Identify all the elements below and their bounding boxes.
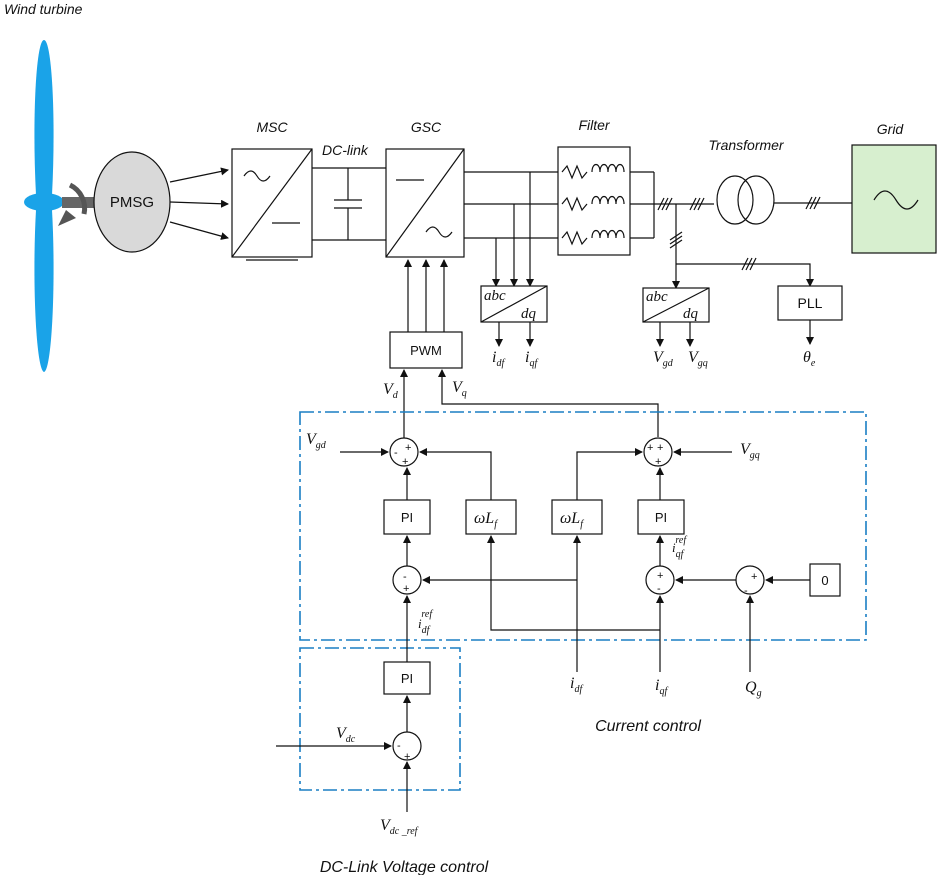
pi-controller-q — [637, 499, 685, 535]
wlf-label-q: ωLf — [560, 510, 584, 530]
pmsg-msc-connection — [169, 167, 229, 240]
abc-dq-voltage-transform — [642, 287, 710, 323]
filter-transformer-line — [630, 171, 814, 289]
svg-text:-: - — [744, 585, 748, 597]
wlf-label-d: ωLf — [474, 510, 498, 530]
svg-text:+: + — [657, 442, 663, 454]
turbine-blade-upper — [34, 40, 54, 195]
dq-label-2: dq — [683, 306, 699, 322]
dc-link-label: DC-link — [322, 142, 369, 158]
qg-input-label: Qg — [745, 679, 762, 699]
vgq-input-label: Vgq — [740, 441, 760, 461]
pmsg-label: PMSG — [110, 194, 154, 211]
gsc-label: GSC — [411, 119, 442, 135]
pi-controller-dc — [383, 661, 431, 695]
pi-label-q: PI — [655, 510, 667, 525]
idf-feedback-wiring — [422, 535, 581, 672]
wlf-q-to-sum-line — [576, 448, 643, 500]
wind-turbine-label: Wind turbine — [4, 1, 83, 17]
vq-signal-line — [438, 369, 659, 437]
dclink-control-label: DC-Link Voltage control — [320, 859, 489, 875]
filter-label: Filter — [578, 117, 610, 133]
wlf-block-q — [551, 499, 603, 535]
svg-text:-: - — [657, 583, 661, 595]
sum-junction-q — [735, 565, 765, 595]
transformer-icon — [716, 175, 775, 225]
pi-controller-d — [383, 499, 431, 535]
pwm-block — [389, 331, 463, 369]
svg-text:+: + — [751, 571, 757, 583]
grid-source — [851, 144, 937, 254]
svg-text:-: - — [394, 447, 398, 459]
svg-text:+: + — [647, 442, 653, 454]
pi-label-dc: PI — [401, 671, 413, 686]
idf-output-label: idf — [492, 349, 505, 369]
turbine-shaft — [62, 197, 96, 208]
turbine-hub — [24, 193, 64, 211]
svg-text:+: + — [402, 456, 408, 468]
svg-text:+: + — [657, 570, 663, 582]
pll-block — [777, 285, 843, 321]
wlf-d-to-sum-line — [419, 448, 492, 500]
iqf-ref-label: iqfref — [672, 535, 687, 560]
pll-label: PLL — [798, 295, 823, 311]
vgq-output-label: Vgq — [688, 349, 708, 369]
iqf-feedback-wiring — [487, 535, 664, 672]
vd-label: Vd — [383, 381, 399, 401]
current-control-frame — [299, 411, 867, 641]
svg-text:-: - — [397, 740, 401, 752]
msc-converter — [231, 148, 313, 261]
theta-output-label: θe — [803, 349, 816, 369]
zero-label: 0 — [821, 573, 828, 588]
wlf-block-d — [465, 499, 517, 535]
rotation-arrow-icon — [68, 182, 88, 215]
wind-turbine: Wind turbine — [4, 1, 96, 372]
vgd-input-label: Vgd — [306, 431, 327, 451]
grid-label: Grid — [877, 121, 905, 137]
current-control-label: Current control — [595, 718, 701, 735]
turbine-blade-lower — [34, 210, 54, 372]
vgd-output-label: Vgd — [653, 349, 674, 369]
vq-label: Vq — [452, 379, 467, 399]
ac-source-icon — [873, 190, 919, 210]
idf-ref-label: idfref — [418, 609, 433, 636]
sum-junction-vd — [389, 437, 419, 467]
gsc-converter — [385, 148, 465, 258]
idf-input-label: idf — [570, 675, 583, 695]
transformer-grid-line — [774, 196, 852, 210]
filter-block — [557, 146, 631, 256]
vdc-ref-label: Vdc _ref — [380, 817, 419, 837]
svg-text:+: + — [403, 583, 409, 595]
abc-label-1: abc — [484, 288, 506, 304]
msc-label: MSC — [256, 119, 288, 135]
svg-text:-: - — [403, 571, 407, 583]
svg-text:+: + — [404, 751, 410, 763]
pwm-gsc-connection — [404, 259, 448, 332]
abc-dq-current-transform — [480, 285, 548, 323]
iqf-input-label: iqf — [655, 677, 668, 697]
abc-label-2: abc — [646, 289, 668, 305]
dclink-control-frame — [299, 647, 461, 791]
pwm-label: PWM — [410, 343, 442, 358]
iqf-output-label: iqf — [525, 349, 538, 369]
vdc-input-label: Vdc — [336, 725, 356, 745]
gsc-filter-lines — [464, 171, 558, 287]
dc-link-capacitor — [312, 167, 386, 241]
svg-text:+: + — [405, 442, 411, 454]
pi-label-d: PI — [401, 510, 413, 525]
dq-label-1: dq — [521, 306, 537, 322]
svg-text:+: + — [655, 456, 661, 468]
sum-junction-vq — [643, 437, 673, 467]
transformer-label: Transformer — [708, 137, 785, 153]
